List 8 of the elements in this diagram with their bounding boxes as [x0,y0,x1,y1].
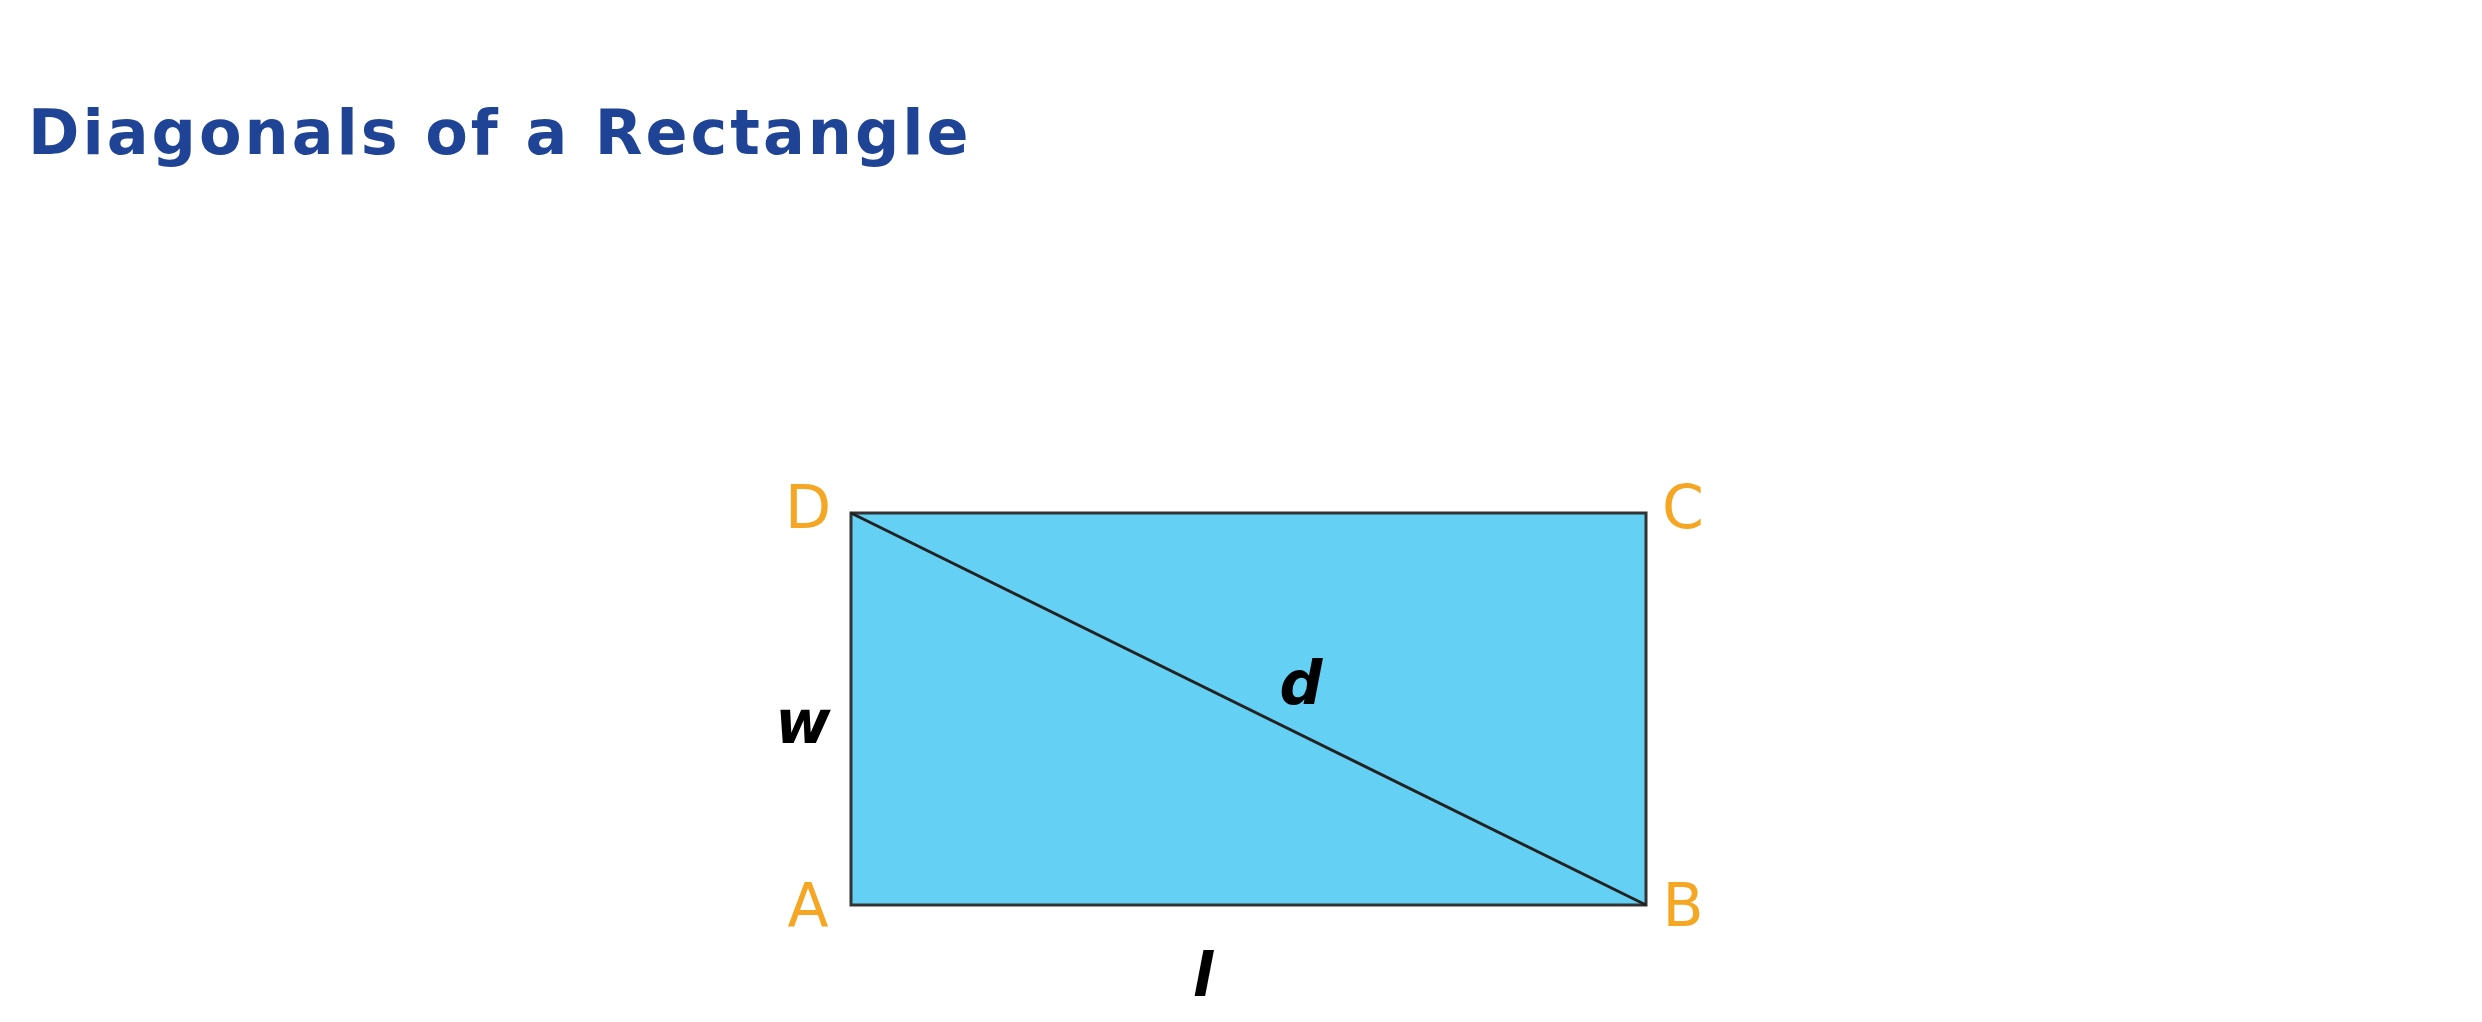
side-label: w [775,692,831,752]
vertex-label: C [1662,477,1704,537]
vertex-label: A [787,875,829,935]
side-label: d [1279,653,1323,713]
vertex-label: B [1662,875,1704,935]
vertex-label: D [784,477,832,537]
page-title: Diagonals of a Rectangle [28,96,972,169]
side-label: l [1192,945,1214,1005]
